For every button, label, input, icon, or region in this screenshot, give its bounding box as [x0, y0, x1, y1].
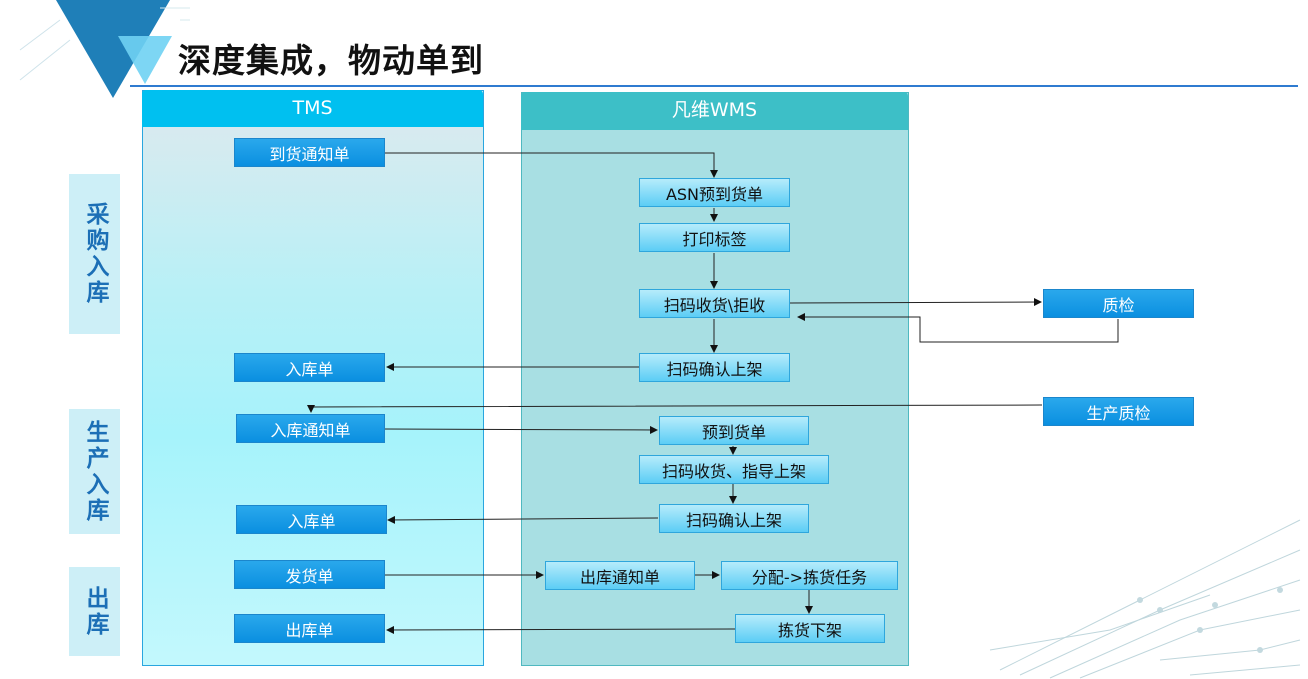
- wms-pick-unshelve: 拣货下架: [735, 614, 885, 643]
- page-title: 深度集成，物动单到: [178, 41, 484, 80]
- tms-outbound-order: 出库单: [234, 614, 385, 643]
- tms-inbound-order-production: 入库单: [236, 505, 387, 534]
- wms-allocate-pick-task: 分配->拣货任务: [721, 561, 898, 590]
- category-purchase-in: 采购入库: [69, 174, 120, 334]
- corner-decoration: [19, 0, 190, 98]
- wms-scan-confirm-shelve-purchase: 扫码确认上架: [639, 353, 790, 382]
- wms-scan-receive-guide: 扫码收货、指导上架: [639, 455, 829, 484]
- wms-print-label: 打印标签: [639, 223, 790, 252]
- tms-delivery-order: 发货单: [234, 560, 385, 589]
- wms-asn: ASN预到货单: [639, 178, 790, 207]
- wms-lane-header: 凡维WMS: [521, 92, 908, 130]
- title-underline: [130, 85, 1298, 87]
- category-production-in: 生产入库: [69, 409, 120, 534]
- wms-scan-receive-reject: 扫码收货\拒收: [639, 289, 790, 318]
- tms-inbound-order-purchase: 入库单: [234, 353, 385, 382]
- wms-scan-confirm-shelve-production: 扫码确认上架: [659, 504, 809, 533]
- tms-inbound-notice: 入库通知单: [236, 414, 385, 443]
- production-quality-check: 生产质检: [1043, 397, 1194, 426]
- quality-check: 质检: [1043, 289, 1194, 318]
- tms-arrival-notice: 到货通知单: [234, 138, 385, 167]
- wms-outbound-notice: 出库通知单: [545, 561, 695, 590]
- category-outbound: 出库: [69, 567, 120, 656]
- tms-lane-header: TMS: [142, 90, 483, 127]
- circuit-decoration: [989, 519, 1301, 679]
- wms-pre-arrival: 预到货单: [659, 416, 809, 445]
